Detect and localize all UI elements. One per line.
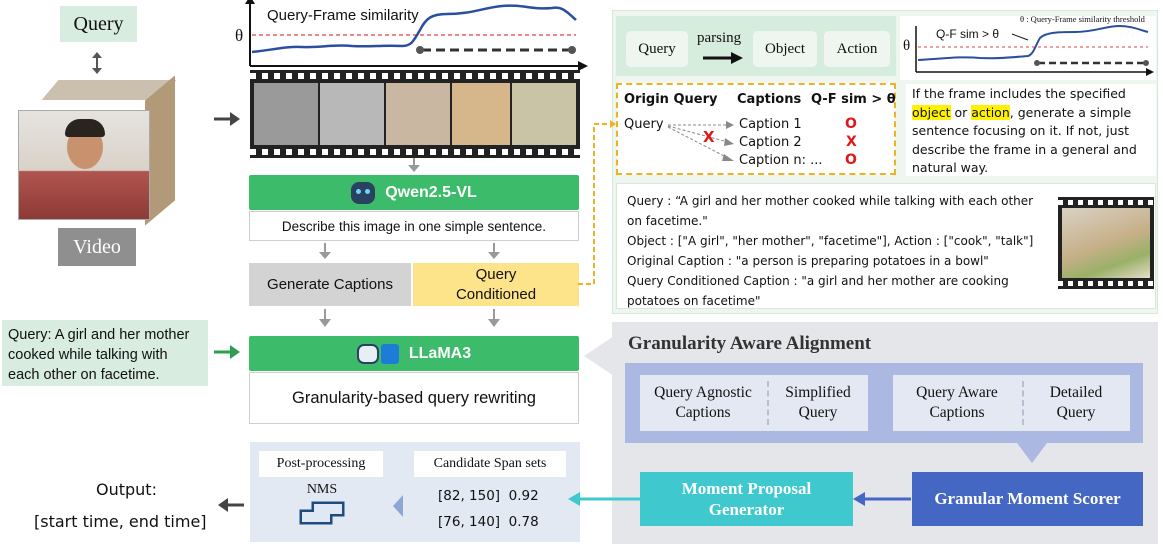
dashed-connector <box>578 120 616 285</box>
video-label: Video <box>73 235 121 258</box>
divider <box>1022 381 1024 425</box>
video-frame-image <box>18 110 150 220</box>
arrow-right-icon <box>214 112 240 126</box>
table-query: Query <box>624 117 664 132</box>
moment-proposal-generator: Moment Proposal Generator <box>640 472 853 526</box>
arrow-down-icon <box>488 243 500 259</box>
candidate-title-box: Candidate Span sets <box>414 451 566 477</box>
gaa-title: Granularity Aware Alignment <box>628 333 872 354</box>
parsing-arrow-icon <box>703 52 743 64</box>
triangle-left-icon <box>393 495 403 517</box>
arrow-left-blue-icon <box>853 492 911 506</box>
instruction-text: If the frame includes the specified obje… <box>906 84 1156 176</box>
theta-label: θ <box>235 26 243 45</box>
table-row-caption: Caption 1 <box>739 117 802 132</box>
table-row-caption: Caption 2 <box>739 135 802 150</box>
generate-captions-box: Generate Captions <box>249 263 411 306</box>
llama-header: LLaMA3 <box>249 336 579 371</box>
qaw-captions: Query Aware Captions <box>916 384 998 421</box>
granular-moment-scorer: Granular Moment Scorer <box>912 472 1143 526</box>
table-cross: X <box>703 128 715 146</box>
example-conditioned: Query Conditioned Caption : "a girl and … <box>627 274 1009 308</box>
bidirectional-arrow-icon <box>92 52 102 74</box>
generate-captions: Generate Captions <box>267 276 393 293</box>
mini-label: Q-F sim > θ <box>936 27 999 41</box>
parse-action-box: Action <box>824 31 890 67</box>
query-label-box: Query <box>60 6 137 42</box>
parse-object-box: Object <box>753 31 817 67</box>
qwen-header: Qwen2.5-VL <box>249 175 579 210</box>
llama-robot-icon <box>356 343 379 364</box>
divider <box>767 381 769 425</box>
mini-theta: θ <box>903 38 910 54</box>
object-highlight: object <box>912 104 951 120</box>
table-row-mark: O <box>845 152 857 168</box>
nms-icon <box>299 501 345 525</box>
query-text-box: Query: A girl and her mother cooked whil… <box>2 320 208 386</box>
llama-name: LLaMA3 <box>408 344 472 362</box>
action-highlight: action <box>971 104 1010 120</box>
qaw-captions-box <box>893 375 1130 431</box>
table-header-captions: Captions <box>737 92 802 107</box>
query-text: Query: A girl and her mother cooked whil… <box>8 327 190 383</box>
table-row-mark: X <box>846 134 857 150</box>
qwen-prompt: Describe this image in one simple senten… <box>281 218 547 234</box>
similarity-chart: Query-Frame similarity θ <box>235 0 588 71</box>
output-value: [start time, end time] <box>34 512 207 531</box>
post-title-box: Post-processing <box>259 451 383 477</box>
output-label: Output: <box>96 480 157 499</box>
qa-captions-box <box>640 375 868 431</box>
video-label-box: Video <box>58 228 136 266</box>
post-title: Post-processing <box>276 456 366 471</box>
arrow-left-icon <box>218 498 244 512</box>
mini-legend: θ : Query-Frame similarity threshold <box>1020 14 1146 24</box>
table-row-mark: O <box>845 116 857 132</box>
arrow-down-icon <box>319 309 331 327</box>
example-query: Query : “A girl and her mother cooked wh… <box>627 194 1034 228</box>
arrow-left-teal-icon <box>568 492 640 506</box>
query-conditioned: Query Conditioned <box>455 265 537 303</box>
nms-label: NMS <box>306 482 338 497</box>
arrow-down-icon <box>488 309 500 327</box>
caption-table <box>616 83 896 175</box>
example-frame-image <box>1058 197 1154 289</box>
llama-desc: Granularity-based query rewriting <box>292 388 536 407</box>
chart-title: Query-Frame similarity <box>267 7 419 24</box>
table-header-sim: Q-F sim > θ <box>811 92 896 107</box>
example-original: Original Caption : "a person is preparin… <box>627 254 989 268</box>
arrow-down-icon <box>319 243 331 259</box>
film-strip <box>250 70 580 158</box>
table-arrows <box>667 121 734 161</box>
example-object-action: Object : ["A girl", "her mother", "facet… <box>627 234 1034 248</box>
table-header-origin: Origin Query <box>624 92 718 107</box>
qwen-prompt-box: Describe this image in one simple senten… <box>249 211 579 241</box>
parse-query-box: Query <box>626 31 688 67</box>
green-arrow-icon <box>214 345 240 359</box>
chat-icon <box>380 343 399 364</box>
candidate-title: Candidate Span sets <box>433 456 547 471</box>
parsing-label: parsing <box>697 30 742 46</box>
simplified-query: Simplified Query <box>785 384 851 421</box>
arrow-down-icon <box>408 158 420 172</box>
query-conditioned-box: Query Conditioned <box>413 263 579 306</box>
triangle-down-icon <box>1017 443 1047 463</box>
query-label: Query <box>73 12 124 35</box>
qwen-name: Qwen2.5-VL <box>385 183 477 201</box>
llama-desc-box: Granularity-based query rewriting <box>249 372 579 424</box>
span-row: [82, 150] 0.92 <box>438 488 539 504</box>
span-row: [76, 140] 0.78 <box>438 514 539 530</box>
mini-similarity-chart: θ : Query-Frame similarity threshold θ Q… <box>903 14 1154 76</box>
video-cube <box>10 75 180 230</box>
table-row-caption: Caption n: ... <box>739 153 823 168</box>
qa-captions: Query Agnostic Captions <box>654 384 752 421</box>
robot-icon <box>351 181 376 204</box>
detailed-query: Detailed Query <box>1049 384 1103 421</box>
callout-pointer <box>584 336 614 376</box>
